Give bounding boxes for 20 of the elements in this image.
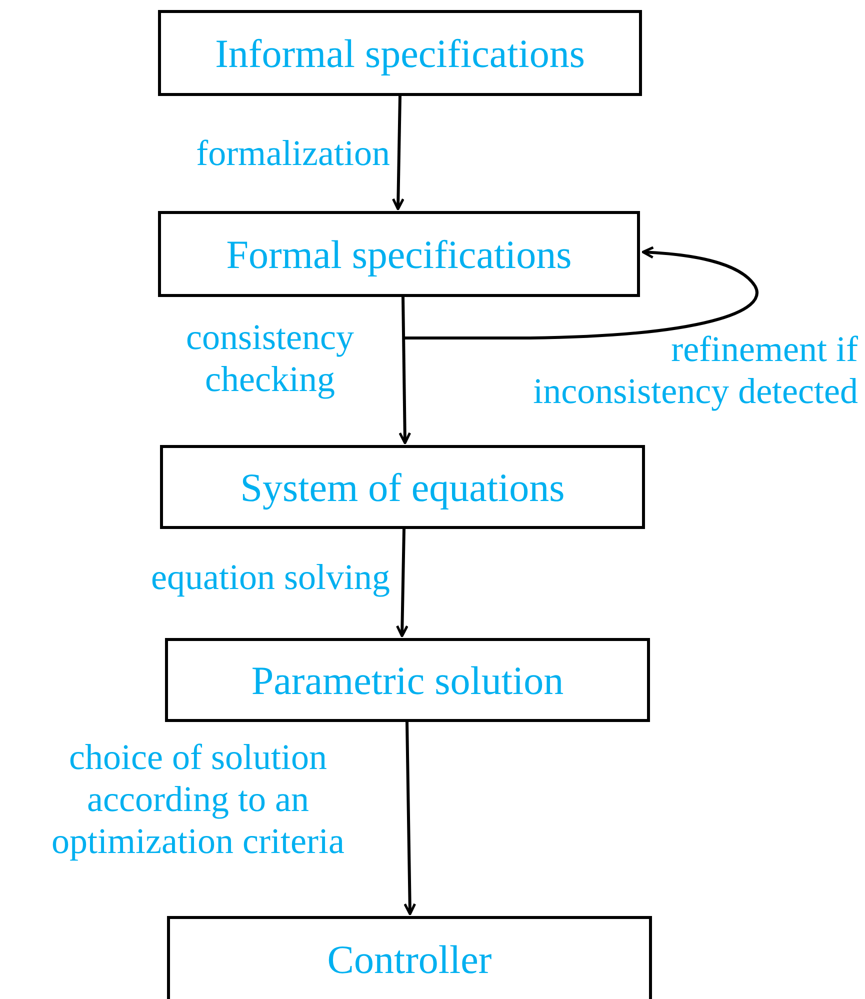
edge-label: refinement if inconsistency detected [532,328,858,412]
edge-label: choice of solution according to an optimization criteria [50,736,346,862]
arrow [392,96,404,210]
edge-label: equation solving [150,556,390,598]
box-label: Parametric solution [251,656,564,704]
process-box [160,445,645,529]
box-label: Informal specifications [215,30,585,76]
box-label: Controller [327,936,492,982]
box-label: System of equations [240,464,565,510]
arrow [396,528,408,638]
box-label: Formal specifications [226,230,572,278]
edge-label: consistency checking [185,316,355,400]
arrow [404,722,416,916]
process-box [158,211,640,297]
process-box [165,638,650,722]
arrow [398,296,412,444]
edge-label: formalization [195,132,390,174]
arrow [405,246,758,340]
process-box [158,10,642,96]
process-box [167,916,652,999]
